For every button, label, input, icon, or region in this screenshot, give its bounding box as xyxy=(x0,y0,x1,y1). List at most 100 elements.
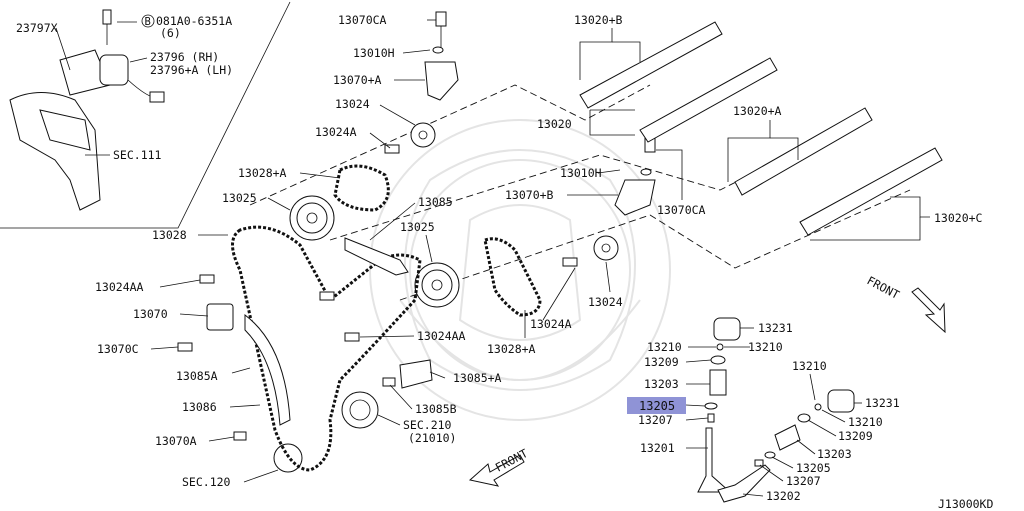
lifter-13231-left xyxy=(713,317,741,341)
callout-13070c: 13070C xyxy=(97,342,139,356)
bolt-13070a-low xyxy=(233,431,247,441)
callout-bolt-ref-code: 081A0-6351A xyxy=(156,14,232,28)
callout-13020b: 13020+B xyxy=(574,13,623,27)
callout-13028a-top: 13028+A xyxy=(238,166,287,180)
leader-lines xyxy=(55,19,930,497)
camshaft-13020c xyxy=(799,147,943,236)
front-arrow-lower xyxy=(468,454,525,487)
lifter-13231-right xyxy=(827,389,855,413)
callout-13010h-mid: 13010H xyxy=(560,166,602,180)
callout-23797x: 23797X xyxy=(16,21,58,35)
callout-13201: 13201 xyxy=(640,441,675,455)
callout-13085-plus-a: 13085+A xyxy=(453,371,502,385)
seat-13205-left xyxy=(704,402,718,410)
callout-13205-left: 13205 xyxy=(639,399,675,413)
front-arrows xyxy=(468,287,946,487)
camshaft-13020 xyxy=(639,57,778,143)
washer-13010h-top xyxy=(432,46,444,54)
callout-sec210-sub: (21010) xyxy=(408,431,456,445)
inset-bolt xyxy=(102,9,112,25)
callout-13207-right: 13207 xyxy=(786,474,821,488)
callout-13231-right: 13231 xyxy=(865,396,900,410)
callout-13024a-mid: 13024A xyxy=(530,317,572,331)
chain-13028a-mid xyxy=(483,237,542,317)
timing-chains xyxy=(231,164,542,472)
retainer-13209-right xyxy=(797,413,811,423)
bolt-13070ca-top xyxy=(435,11,447,27)
callout-13085: 13085 xyxy=(418,195,453,209)
crank-sprocket xyxy=(273,443,303,473)
cam-sensor-23796 xyxy=(99,54,129,86)
callout-13020a: 13020+A xyxy=(733,104,782,118)
callout-13210-right-a: 13210 xyxy=(792,359,827,373)
callout-13203-left: 13203 xyxy=(644,377,679,391)
solenoid-13070a xyxy=(424,61,459,101)
solenoid-13070b xyxy=(614,179,656,216)
callout-13085a: 13085A xyxy=(176,369,218,383)
inset-frame xyxy=(0,1,291,229)
callout-13024-top: 13024 xyxy=(335,97,370,111)
bolt-13024a-mid xyxy=(562,257,578,267)
valve-train-right xyxy=(717,389,855,503)
tensioner-13070 xyxy=(206,303,234,331)
callout-13209-left: 13209 xyxy=(644,355,679,369)
callout-13205-right: 13205 xyxy=(796,461,831,475)
cylinder-head-outlines xyxy=(249,84,911,301)
callout-13070a-low: 13070A xyxy=(155,434,197,448)
callout-13085b: 13085B xyxy=(415,402,457,416)
callout-13070b: 13070+B xyxy=(505,188,554,202)
valve-13202 xyxy=(717,464,771,503)
bolt-13024aa-left xyxy=(199,274,215,284)
camshafts xyxy=(579,21,943,236)
callout-13024aa-left: 13024AA xyxy=(95,280,144,294)
guide-13085 xyxy=(344,237,409,276)
inset-parts xyxy=(9,9,165,211)
callout-13025-left: 13025 xyxy=(222,191,257,205)
sprocket-13024-top xyxy=(410,122,436,148)
bolt-ref-badge-circle xyxy=(141,14,155,28)
callout-13024-mid: 13024 xyxy=(588,295,623,309)
camshaft-13020a xyxy=(734,107,873,196)
cover-bracket xyxy=(39,109,91,151)
retainer-13209-left xyxy=(710,355,726,365)
guide-13085a xyxy=(244,313,291,426)
seal-13207-left xyxy=(707,413,715,423)
camshaft-13020b xyxy=(579,21,723,109)
front-label-right: FRONT xyxy=(865,273,902,302)
cylinder-head-cover-part xyxy=(9,92,101,211)
bolt-13024aa-mid xyxy=(344,332,360,342)
callout-13210-left-b: 13210 xyxy=(748,340,783,354)
callout-13025-mid: 13025 xyxy=(400,220,435,234)
callout-bolt-ref-qty: (6) xyxy=(160,26,181,40)
spring-13203-left xyxy=(709,369,727,396)
watermark xyxy=(369,119,671,421)
callout-13070: 13070 xyxy=(133,307,168,321)
callout-23796: 23796 (RH) xyxy=(150,50,219,64)
callout-13070ca-mid: 13070CA xyxy=(657,203,706,217)
callout-13086: 13086 xyxy=(182,400,217,414)
sensor-connector xyxy=(149,91,165,103)
sprocket-13024-mid xyxy=(593,235,619,261)
bolt-13070c xyxy=(177,342,193,352)
valve-train-left xyxy=(697,317,741,493)
front-label-lower: FRONT xyxy=(493,446,530,475)
highlight-13205 xyxy=(627,397,686,414)
callout-13209-right: 13209 xyxy=(838,429,873,443)
guide-13085-plus-a xyxy=(399,359,433,389)
callout-sec111: SEC.111 xyxy=(113,148,162,162)
callout-bolt-ref-badge: B xyxy=(145,16,151,28)
callout-13010h-top: 13010H xyxy=(353,46,395,60)
valve-13201 xyxy=(697,427,732,493)
callout-13028a-mid: 13028+A xyxy=(487,342,536,356)
footer-code: J13000KD xyxy=(938,497,993,511)
vtc-solenoid-parts xyxy=(424,11,656,216)
callout-13024aa-mid: 13024AA xyxy=(417,329,466,343)
spring-13203-right xyxy=(774,424,801,451)
callout-13210-right-b: 13210 xyxy=(848,415,883,429)
washer-13010h-mid xyxy=(640,168,652,176)
callout-13203-right: 13203 xyxy=(817,447,852,461)
callout-13202: 13202 xyxy=(766,489,801,503)
callout-sec120: SEC.120 xyxy=(182,475,231,489)
